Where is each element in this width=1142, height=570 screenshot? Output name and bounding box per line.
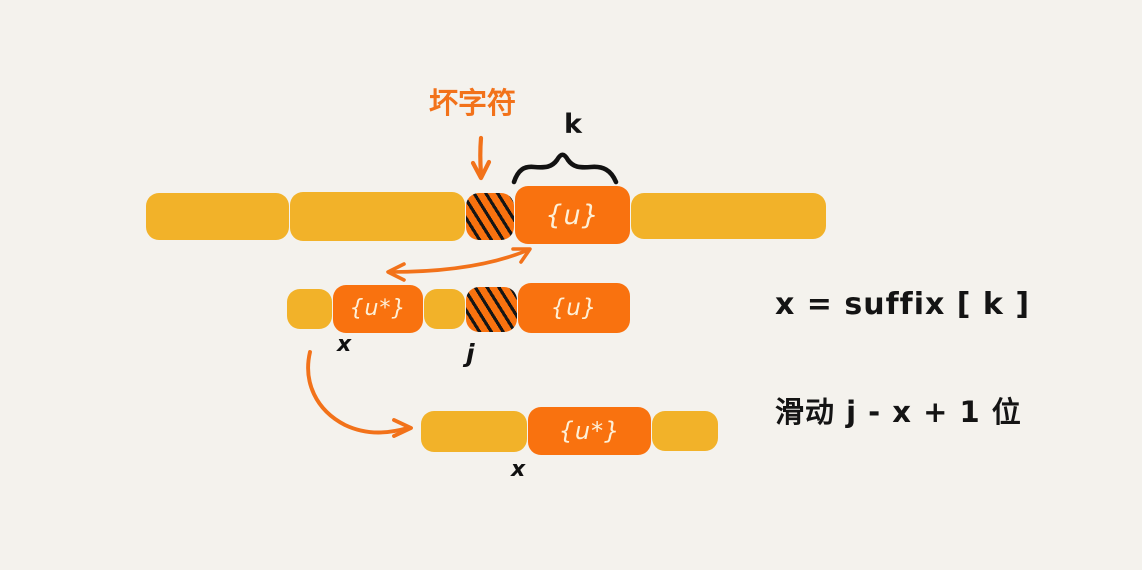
pattern-after-block-1 — [421, 411, 527, 452]
pattern-before-ustar-label: {u*} — [349, 296, 407, 321]
pattern-after-ustar-block: {u*} — [528, 407, 651, 455]
suffix-formula: x = suffix [ k ] — [775, 287, 1031, 322]
bad-character-text: 坏字符 — [429, 86, 517, 120]
pattern-before-u-label: {u} — [550, 294, 598, 321]
text-row-block-2 — [290, 192, 465, 241]
pattern-before-block-3 — [424, 289, 465, 329]
k-label: k — [564, 109, 582, 140]
text-row-u-block: {u} — [515, 186, 630, 244]
pattern-before-block-1 — [287, 289, 332, 329]
pattern-after-block-3 — [652, 411, 718, 451]
slide-curve-arrow — [306, 350, 413, 438]
row3-x-label: x — [511, 457, 526, 482]
text-row-block-5 — [631, 193, 826, 239]
shift-double-arrow — [386, 247, 532, 282]
bad-character-block — [466, 193, 514, 240]
text-row-block-1 — [146, 193, 289, 240]
text-row-u-label: {u} — [545, 199, 600, 231]
row2-x-label: x — [337, 332, 352, 357]
pattern-before-u-block: {u} — [518, 283, 630, 333]
k-brace — [511, 152, 619, 185]
shift-formula: 滑动 j - x + 1 位 — [775, 395, 1022, 429]
pattern-after-ustar-label: {u*} — [558, 417, 621, 445]
bad-character-arrow — [470, 135, 492, 181]
row2-j-label: j — [466, 339, 475, 368]
pattern-before-mismatch-block — [466, 287, 517, 332]
pattern-before-ustar-block: {u*} — [333, 285, 423, 333]
